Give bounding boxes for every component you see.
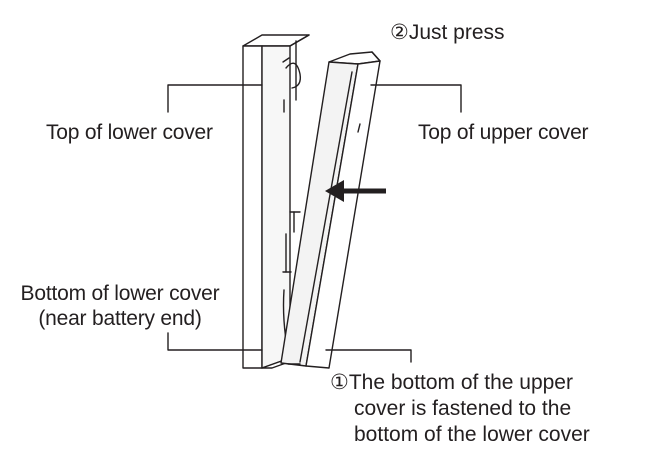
lower-cover — [242, 34, 310, 369]
label-bottom-lower-line1: Bottom of lower cover — [20, 282, 220, 305]
label-top-upper-cover: Top of upper cover — [418, 121, 589, 144]
leader-top-lower — [167, 84, 263, 113]
step1-line1: The bottom of the upper — [348, 371, 573, 394]
step1-line2: cover is fastened to the — [354, 397, 572, 420]
leader-top-upper — [370, 84, 462, 113]
leader-bottom-upper — [325, 349, 412, 363]
step1-number-icon: ① — [330, 371, 349, 394]
label-bottom-lower-line2: (near battery end) — [38, 307, 202, 330]
press-arrow — [325, 180, 386, 202]
step1-line3: bottom of the lower cover — [354, 423, 590, 446]
label-bottom-lower-cover: Bottom of lower cover (near battery end) — [6, 281, 234, 331]
label-top-lower-cover: Top of lower cover — [46, 121, 213, 144]
step2-number-icon: ② — [390, 21, 409, 44]
upper-cover — [280, 51, 381, 369]
leader-lines — [167, 84, 462, 363]
step1-callout: ①The bottom of the upper cover is fasten… — [330, 370, 590, 448]
step2-text: Just press — [408, 21, 505, 44]
step2-callout: ②Just press — [390, 20, 505, 46]
leader-bottom-lower — [167, 332, 263, 351]
